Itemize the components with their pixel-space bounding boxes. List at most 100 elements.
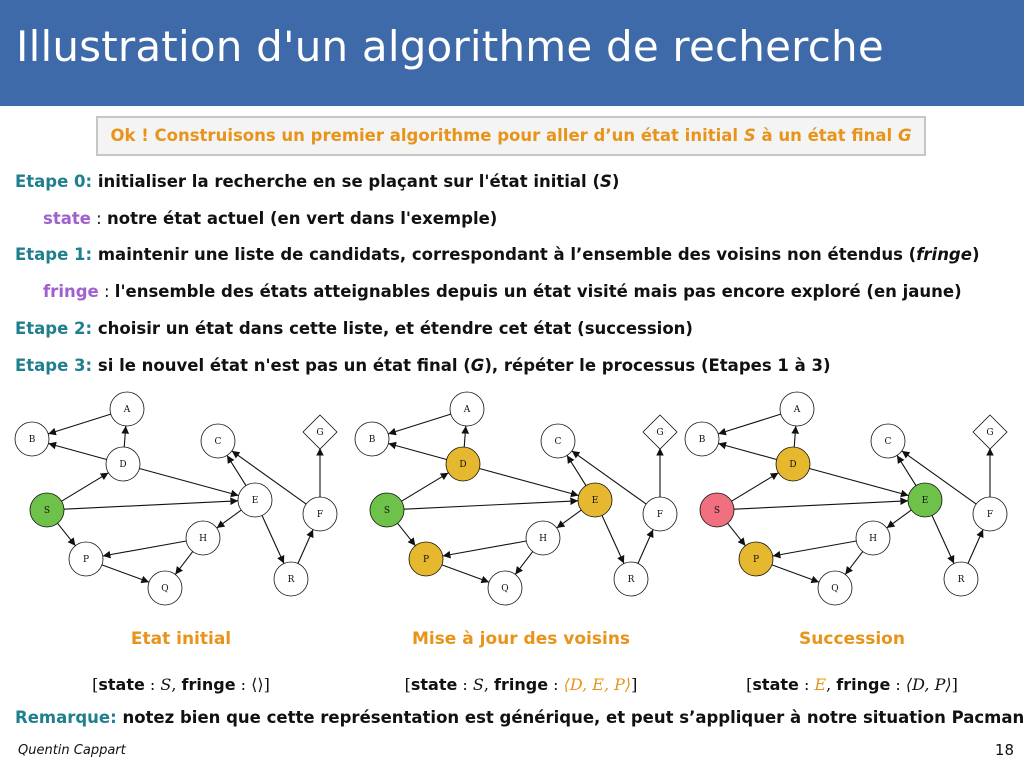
- formula-comma: ,: [826, 675, 837, 694]
- node-H: H: [525, 520, 561, 556]
- svg-text:H: H: [869, 534, 877, 544]
- node-G: G: [642, 414, 678, 450]
- node-D: D: [445, 446, 481, 482]
- edge-H-P: [442, 540, 527, 559]
- svg-text:G: G: [316, 428, 323, 438]
- state-kw: state: [752, 675, 799, 694]
- svg-text:Q: Q: [831, 584, 838, 594]
- formula-1: [state : S, fringe : ⟨D, E, P⟩]: [404, 675, 638, 694]
- svg-text:G: G: [986, 428, 993, 438]
- edge-H-Q: [844, 551, 864, 575]
- step0-end: ): [611, 172, 620, 191]
- node-B: B: [354, 421, 390, 457]
- node-H: H: [855, 520, 891, 556]
- edge-S-E: [403, 497, 579, 510]
- node-P: P: [408, 541, 444, 577]
- step3-line: Etape 3: si le nouvel état n'est pas un …: [15, 356, 831, 375]
- edge-S-D: [401, 472, 449, 502]
- edge-S-P: [727, 522, 746, 547]
- node-E: E: [577, 482, 613, 518]
- callout-mid: à un état final: [755, 126, 898, 145]
- svg-text:C: C: [215, 437, 222, 447]
- edge-A-B: [48, 413, 111, 436]
- state-kw: state: [98, 675, 145, 694]
- formula-sep: :: [144, 675, 161, 694]
- edge-D-E: [479, 467, 579, 498]
- svg-text:D: D: [789, 460, 796, 470]
- edge-E-C: [226, 455, 247, 486]
- node-G: G: [302, 414, 338, 450]
- node-E: E: [237, 482, 273, 518]
- svg-text:Q: Q: [161, 584, 168, 594]
- formula-0: [state : S, fringe : ⟨⟩]: [92, 675, 270, 694]
- edge-S-D: [61, 472, 109, 502]
- svg-text:E: E: [922, 496, 929, 506]
- svg-text:D: D: [119, 460, 126, 470]
- svg-text:R: R: [288, 575, 295, 585]
- node-C: C: [540, 423, 576, 459]
- formula-comma: ,: [171, 675, 182, 694]
- edge-D-B: [388, 441, 447, 461]
- edge-S-E: [733, 497, 909, 510]
- edge-S-D: [731, 472, 779, 502]
- edge-E-C: [896, 455, 917, 486]
- edge-H-Q: [174, 551, 194, 575]
- svg-text:R: R: [958, 575, 965, 585]
- edge-S-P: [397, 522, 416, 547]
- step1-var: fringe: [916, 245, 972, 264]
- title-bar: Illustration d'un algorithme de recherch…: [0, 0, 1024, 106]
- svg-text:C: C: [555, 437, 562, 447]
- callout-text: Ok ! Construisons un premier algorithme …: [110, 126, 744, 145]
- svg-text:B: B: [699, 435, 706, 445]
- svg-text:S: S: [44, 506, 50, 516]
- caption-succession: Succession: [799, 629, 905, 649]
- step1-line: Etape 1: maintenir une liste de candidat…: [15, 245, 980, 264]
- node-E: E: [907, 482, 943, 518]
- edge-E-H: [216, 509, 242, 529]
- node-S: S: [699, 492, 735, 528]
- svg-text:P: P: [423, 555, 429, 565]
- edge-E-R: [601, 515, 625, 564]
- edge-D-A: [461, 425, 470, 448]
- edge-F-C: [231, 450, 307, 505]
- edge-F-C: [901, 450, 977, 505]
- edge-S-E: [63, 497, 239, 510]
- fringe-sep: :: [98, 282, 115, 301]
- svg-text:G: G: [656, 428, 663, 438]
- node-Q: Q: [817, 570, 853, 606]
- slide-title: Illustration d'un algorithme de recherch…: [16, 22, 884, 71]
- node-A: A: [779, 391, 815, 427]
- edge-R-F: [967, 529, 984, 564]
- edge-S-P: [57, 522, 76, 547]
- step0-text: initialiser la recherche en se plaçant s…: [92, 172, 600, 191]
- edge-H-P: [772, 540, 857, 559]
- edge-A-B: [388, 413, 451, 436]
- step1-end: ): [971, 245, 980, 264]
- state-term: state: [43, 209, 91, 228]
- svg-text:F: F: [657, 510, 663, 520]
- remark-label: Remarque:: [15, 708, 117, 727]
- svg-text:H: H: [539, 534, 547, 544]
- node-R: R: [943, 561, 979, 597]
- svg-text:P: P: [753, 555, 759, 565]
- formula-sep: :: [548, 675, 564, 694]
- edge-D-B: [48, 441, 107, 461]
- node-R: R: [273, 561, 309, 597]
- edge-H-P: [102, 540, 187, 559]
- fringe-value: ⟨⟩: [251, 675, 264, 694]
- node-P: P: [68, 541, 104, 577]
- fringe-kw: fringe: [494, 675, 549, 694]
- svg-text:D: D: [459, 460, 466, 470]
- callout-box: Ok ! Construisons un premier algorithme …: [96, 116, 926, 156]
- node-F: F: [302, 496, 338, 532]
- fringe-term: fringe: [43, 282, 99, 301]
- state-definition: state : notre état actuel (en vert dans …: [43, 209, 497, 228]
- step0-line: Etape 0: initialiser la recherche en se …: [15, 172, 619, 191]
- fringe-value: ⟨D, E, P⟩: [563, 675, 632, 694]
- edge-E-R: [931, 515, 955, 564]
- node-S: S: [369, 492, 405, 528]
